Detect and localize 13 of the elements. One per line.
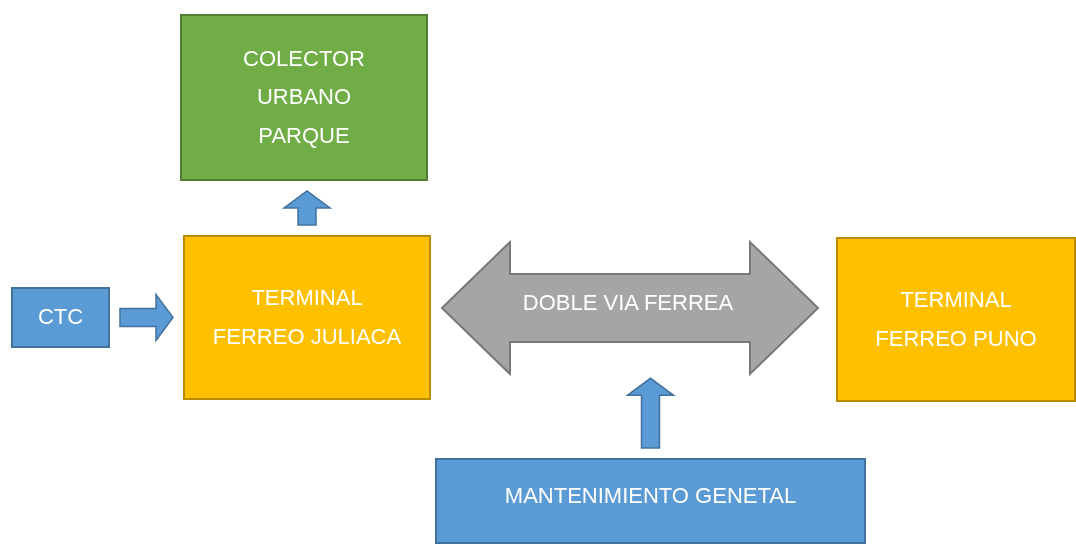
box-label: MANTENIMIENTO GENETAL (504, 481, 797, 510)
box-label: CTC (37, 303, 84, 332)
process-box (435, 458, 866, 544)
box-label: TERMINAL FERREO PUNO (874, 286, 1038, 353)
process-box (836, 237, 1076, 402)
box-label: TERMINAL FERREO JULIACA (211, 284, 403, 351)
process-box (180, 14, 428, 181)
process-box (183, 235, 431, 400)
block-arrow (625, 377, 676, 449)
box-label: COLECTOR URBANO PARQUE (242, 44, 366, 150)
block-arrow (119, 292, 174, 343)
process-box (11, 287, 110, 348)
block-arrow (281, 189, 333, 226)
